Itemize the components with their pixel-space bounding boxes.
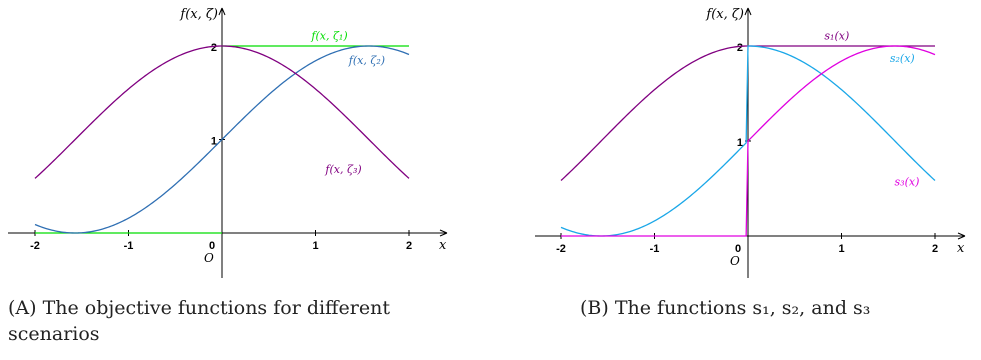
panel-b-series-2-label: s₂(x) — [890, 52, 915, 65]
panel-b-series-1-label: s₁(x) — [824, 29, 849, 42]
panel-b-ytick-label: 2 — [737, 42, 743, 54]
panel-a-series-2-label: f(x, ζ₂) — [348, 54, 385, 67]
panel-b-series-3-label: s₃(x) — [895, 176, 920, 189]
panel-b-xtick-label: 1 — [838, 243, 844, 255]
panel-a-origin-label: O — [204, 251, 214, 265]
panel-b-x-arrow — [957, 232, 966, 240]
panel-a-y-arrow — [218, 7, 226, 16]
caption-a-text: The objective functions for different sc… — [8, 297, 390, 345]
panel-b-xtick-label: 2 — [932, 243, 938, 255]
panel-b-origin-label: O — [730, 254, 740, 268]
panel-a-y-axis-label: f(x, ζ) — [179, 7, 218, 22]
panel-a-xtick-label: -1 — [124, 240, 134, 252]
panel-a-xtick-label: 0 — [209, 240, 215, 252]
panel-b-y-arrow — [744, 7, 752, 16]
panel-b-series-3-curve — [561, 45, 936, 237]
panel-b-ytick-label: 1 — [737, 137, 743, 149]
caption-b: (B) The functions s₁, s₂, and s₃ — [580, 295, 960, 321]
panel-a-series-3-label: f(x, ζ₃) — [324, 163, 361, 176]
panel-a-x-arrow — [439, 229, 448, 237]
panel-b-y-axis-label: f(x, ζ) — [705, 7, 744, 22]
caption-b-tag: (B) — [580, 297, 609, 319]
panel-b-xtick-label: 0 — [735, 243, 741, 255]
panel-a-ytick-label: 1 — [211, 136, 217, 148]
panel-b-xtick-label: -2 — [556, 243, 566, 255]
panel-b-series-2-curve — [560, 45, 936, 237]
panel-a-series-1-label: f(x, ζ₁) — [310, 29, 347, 42]
caption-a-tag: (A) — [8, 297, 37, 319]
panel-b-x-axis-label: x — [957, 241, 965, 256]
panel-a-xtick-label: 2 — [406, 240, 412, 252]
caption-b-text: The functions s₁, s₂, and s₃ — [614, 297, 871, 319]
charts-canvas: -2 -1 0 1 2 1 2 x f(x, ζ) Of(x, ζ₁)f(x, ζ₂) f(x, ζ… — [8, 7, 966, 278]
panel-b-xtick-label: -1 — [650, 243, 660, 255]
panel-a-xtick-label: -2 — [30, 240, 40, 252]
caption-a: (A) The objective functions for differen… — [8, 295, 468, 347]
panel-a-xtick-label: 1 — [312, 240, 318, 252]
panel-a-series-2-curve — [34, 45, 410, 234]
panel-a-x-axis-label: x — [439, 238, 447, 253]
panel-a-series-3-curve — [34, 45, 410, 179]
panel-a-ytick-label: 2 — [211, 42, 217, 54]
